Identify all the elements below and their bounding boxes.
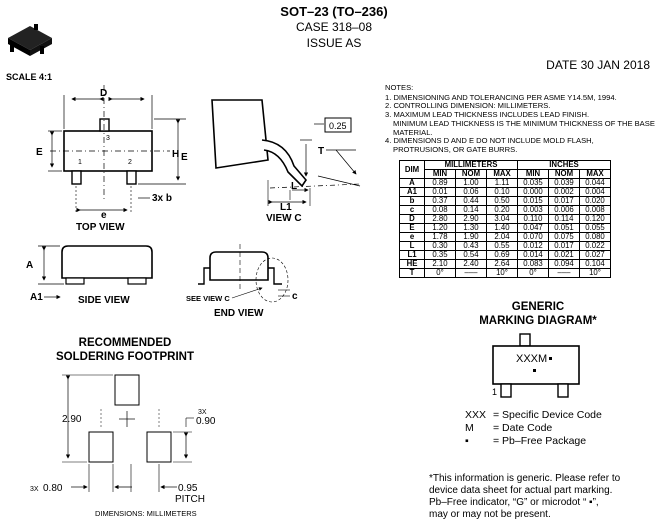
value-cell: 10° (579, 268, 611, 278)
note-4-cont: PROTRUSIONS, OR GATE BURRS. (393, 144, 518, 154)
legend-key: M (465, 422, 474, 434)
value-cell: 0° (424, 268, 456, 278)
issue: ISSUE AS (306, 36, 362, 50)
dim-e: e (101, 210, 107, 221)
package-3d-icon (8, 24, 52, 56)
top-view (48, 85, 186, 214)
gauge-0-25: 0.25 (329, 121, 347, 131)
dim-L1: L1 (280, 202, 292, 213)
note-4: 4. DIMENSIONS D AND E DO NOT INCLUDE MOL… (385, 136, 594, 146)
notes: NOTES: 1. DIMENSIONING AND TOLERANCING P… (385, 83, 655, 155)
pin-2-label: 2 (128, 159, 132, 166)
legend-row: XXX = Specific Device Code (465, 409, 602, 422)
legend-row: M = Date Code (465, 422, 602, 435)
legend-key: XXX (465, 409, 487, 421)
info-line: device data sheet for actual part markin… (429, 485, 613, 496)
legend-text: = Pb–Free Package (493, 435, 587, 447)
legend-key: ▪ (465, 435, 469, 447)
see-view-c-label: SEE VIEW C (186, 294, 230, 303)
view-c-label: VIEW C (266, 213, 302, 224)
side-view-label: SIDE VIEW (78, 295, 130, 306)
legend-row: ▪ = Pb–Free Package (465, 435, 602, 448)
dim-header: DIM (399, 160, 425, 179)
fp-pitch: PITCH (175, 494, 205, 505)
side-view (38, 245, 153, 300)
end-view (198, 244, 290, 303)
top-view-label: TOP VIEW (76, 222, 125, 233)
value-cell: ––– (455, 268, 487, 278)
dim-T: T (318, 146, 324, 157)
value-cell: 0° (517, 268, 549, 278)
footprint-title-line2: SOLDERING FOOTPRINT (56, 351, 194, 363)
marking-title-line1: GENERIC (511, 301, 565, 313)
dim-c: c (292, 291, 298, 302)
fp-dim-2-90: 2.90 (62, 414, 82, 425)
marking-info: *This information is generic. Please ref… (429, 473, 620, 521)
marking-title-line2: MARKING DIAGRAM* (479, 315, 597, 327)
notes-title: NOTES: (385, 83, 414, 92)
fp-dim-0-80: 0.80 (43, 483, 63, 494)
dim-HE: H (172, 149, 179, 160)
footprint-title-line1: RECOMMENDED (78, 337, 172, 349)
marking-code: XXXM (516, 353, 547, 365)
fp-3x-b: 3X (30, 486, 39, 493)
fp-dim-0-95: 0.95 (178, 483, 198, 494)
pin-3-label: 3 (106, 135, 110, 142)
dim-A: A (26, 260, 33, 271)
view-c (211, 99, 361, 206)
pb-free-dot-icon (549, 357, 552, 360)
fp-3x-a: 3X (198, 409, 207, 416)
package-title: SOT–23 (TO–236) (280, 4, 388, 19)
dim-b: 3x b (152, 193, 172, 204)
dim-E: E (36, 147, 43, 158)
marking-legend: XXX = Specific Device Code M = Date Code ▪… (465, 409, 602, 448)
footprint-units: DIMENSIONS: MILLIMETERS (95, 509, 197, 518)
note-3: 3. MAXIMUM LEAD THICKNESS INCLUDES LEAD … (385, 110, 590, 120)
scale-label: SCALE 4:1 (6, 72, 53, 82)
marking-diagram-title: GENERIC MARKING DIAGRAM* (448, 300, 628, 328)
dim-HE-sub: E (181, 152, 188, 163)
pin-1-label: 1 (78, 159, 82, 166)
legend-text: = Date Code (493, 422, 553, 434)
case-number: CASE 318–08 (295, 20, 373, 34)
info-line: may or may not be present. (429, 509, 551, 520)
marking-pin-1: 1 (492, 387, 497, 397)
value-cell: 10° (486, 268, 518, 278)
footprint-title: RECOMMENDED SOLDERING FOOTPRINT (40, 336, 210, 364)
info-line: Pb–Free indicator, “G” or microdot “ ▪”, (429, 497, 599, 508)
dim-D: D (100, 88, 107, 99)
note-3-cont: MINIMUM LEAD THICKNESS IS THE MINIMUM TH… (393, 118, 655, 137)
dimension-table: DIM MILLIMETERS INCHES MIN NOM MAX MIN N… (399, 160, 611, 278)
value-cell: ––– (548, 268, 580, 278)
end-view-label: END VIEW (214, 308, 264, 319)
dim-cell: T (399, 268, 425, 278)
info-line: *This information is generic. Please ref… (429, 473, 621, 484)
marking-diagram (492, 333, 580, 398)
note-2: 2. CONTROLLING DIMENSION: MILLIMETERS. (385, 101, 551, 111)
legend-text: = Specific Device Code (493, 409, 602, 421)
document-date: DATE 30 JAN 2018 (546, 58, 650, 72)
soldering-footprint (62, 374, 194, 492)
note-1: 1. DIMENSIONING AND TOLERANCING PER ASME… (385, 92, 617, 102)
dim-A1: A1 (30, 292, 43, 303)
fp-dim-0-90: 0.90 (196, 416, 216, 427)
dim-L: L (291, 181, 297, 192)
